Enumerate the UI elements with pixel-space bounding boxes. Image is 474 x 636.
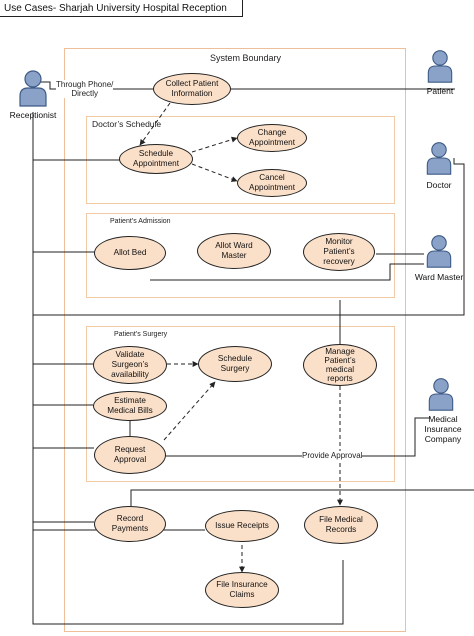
wardmaster-monitor-line <box>150 263 424 281</box>
diagram-title: Use Cases- Sharjah University Hospital R… <box>0 0 243 17</box>
usecase-issue-receipts[interactable]: Issue Receipts <box>205 510 279 542</box>
usecase-file-medical-records[interactable]: File Medical Records <box>304 506 378 544</box>
provide-approval-label: Provide Approval <box>302 451 363 460</box>
usecase-record-payments[interactable]: Record Payments <box>94 506 166 542</box>
insurance-record-line <box>130 489 474 506</box>
schedule-to-change-dash <box>191 136 238 153</box>
usecase-collect-patient-information[interactable]: Collect Patient Information <box>153 73 231 105</box>
doctor-label: Doctor <box>426 180 452 190</box>
through-phone-label: Through Phone/ Directly <box>56 80 114 98</box>
receptionist-label: Receptionist <box>9 110 57 120</box>
receptionist-trunk-line <box>32 112 344 625</box>
receptionist-actor-icon[interactable] <box>17 68 49 108</box>
usecase-estimate-medical-bills[interactable]: Estimate Medical Bills <box>93 391 167 421</box>
ward-master-actor-icon[interactable] <box>424 233 454 269</box>
usecase-change-appointment[interactable]: Change Appointment <box>237 124 307 152</box>
doctors-schedule-title: Doctor’s Schedule <box>92 119 162 129</box>
ward-master-label: Ward Master <box>414 272 464 282</box>
surgery-title: Patient’s Surgery <box>114 331 168 338</box>
usecase-file-insurance-claims[interactable]: File Insurance Claims <box>205 572 279 608</box>
system-boundary-title: System Boundary <box>210 53 282 63</box>
patient-label: Patient <box>426 86 454 96</box>
schedule-to-cancel-dash <box>191 163 238 182</box>
request-to-schedule-dash <box>163 381 216 441</box>
doctor-schedule-line <box>33 158 465 316</box>
system-boundary <box>64 48 406 632</box>
doctor-actor-icon[interactable] <box>424 140 454 176</box>
usecase-schedule-surgery[interactable]: Schedule Surgery <box>198 346 272 382</box>
usecase-request-approval[interactable]: Request Approval <box>94 436 166 474</box>
admission-group <box>86 213 395 298</box>
admission-title: Patient’s Admission <box>110 218 171 225</box>
usecase-manage-medical-reports[interactable]: Manage Patient’s medical reports <box>303 344 377 386</box>
insurance-company-label: Medical Insurance Company <box>424 414 462 444</box>
usecase-monitor-recovery[interactable]: Monitor Patient’s recovery <box>303 233 375 271</box>
insurance-approval-line <box>166 417 430 457</box>
usecase-cancel-appointment[interactable]: Cancel Appointment <box>237 169 307 197</box>
usecase-allot-ward-master[interactable]: Allot Ward Master <box>197 233 271 269</box>
patient-actor-icon[interactable] <box>425 48 455 84</box>
surgery-group <box>86 326 395 482</box>
usecase-allot-bed[interactable]: Allot Bed <box>94 236 166 270</box>
collect-to-schedule-dash <box>139 102 171 146</box>
usecase-validate-surgeon-availability[interactable]: Validate Surgeon’s availability <box>93 346 167 384</box>
usecase-schedule-appointment[interactable]: Schedule Appointment <box>119 144 193 174</box>
insurance-company-actor-icon[interactable] <box>426 376 456 412</box>
